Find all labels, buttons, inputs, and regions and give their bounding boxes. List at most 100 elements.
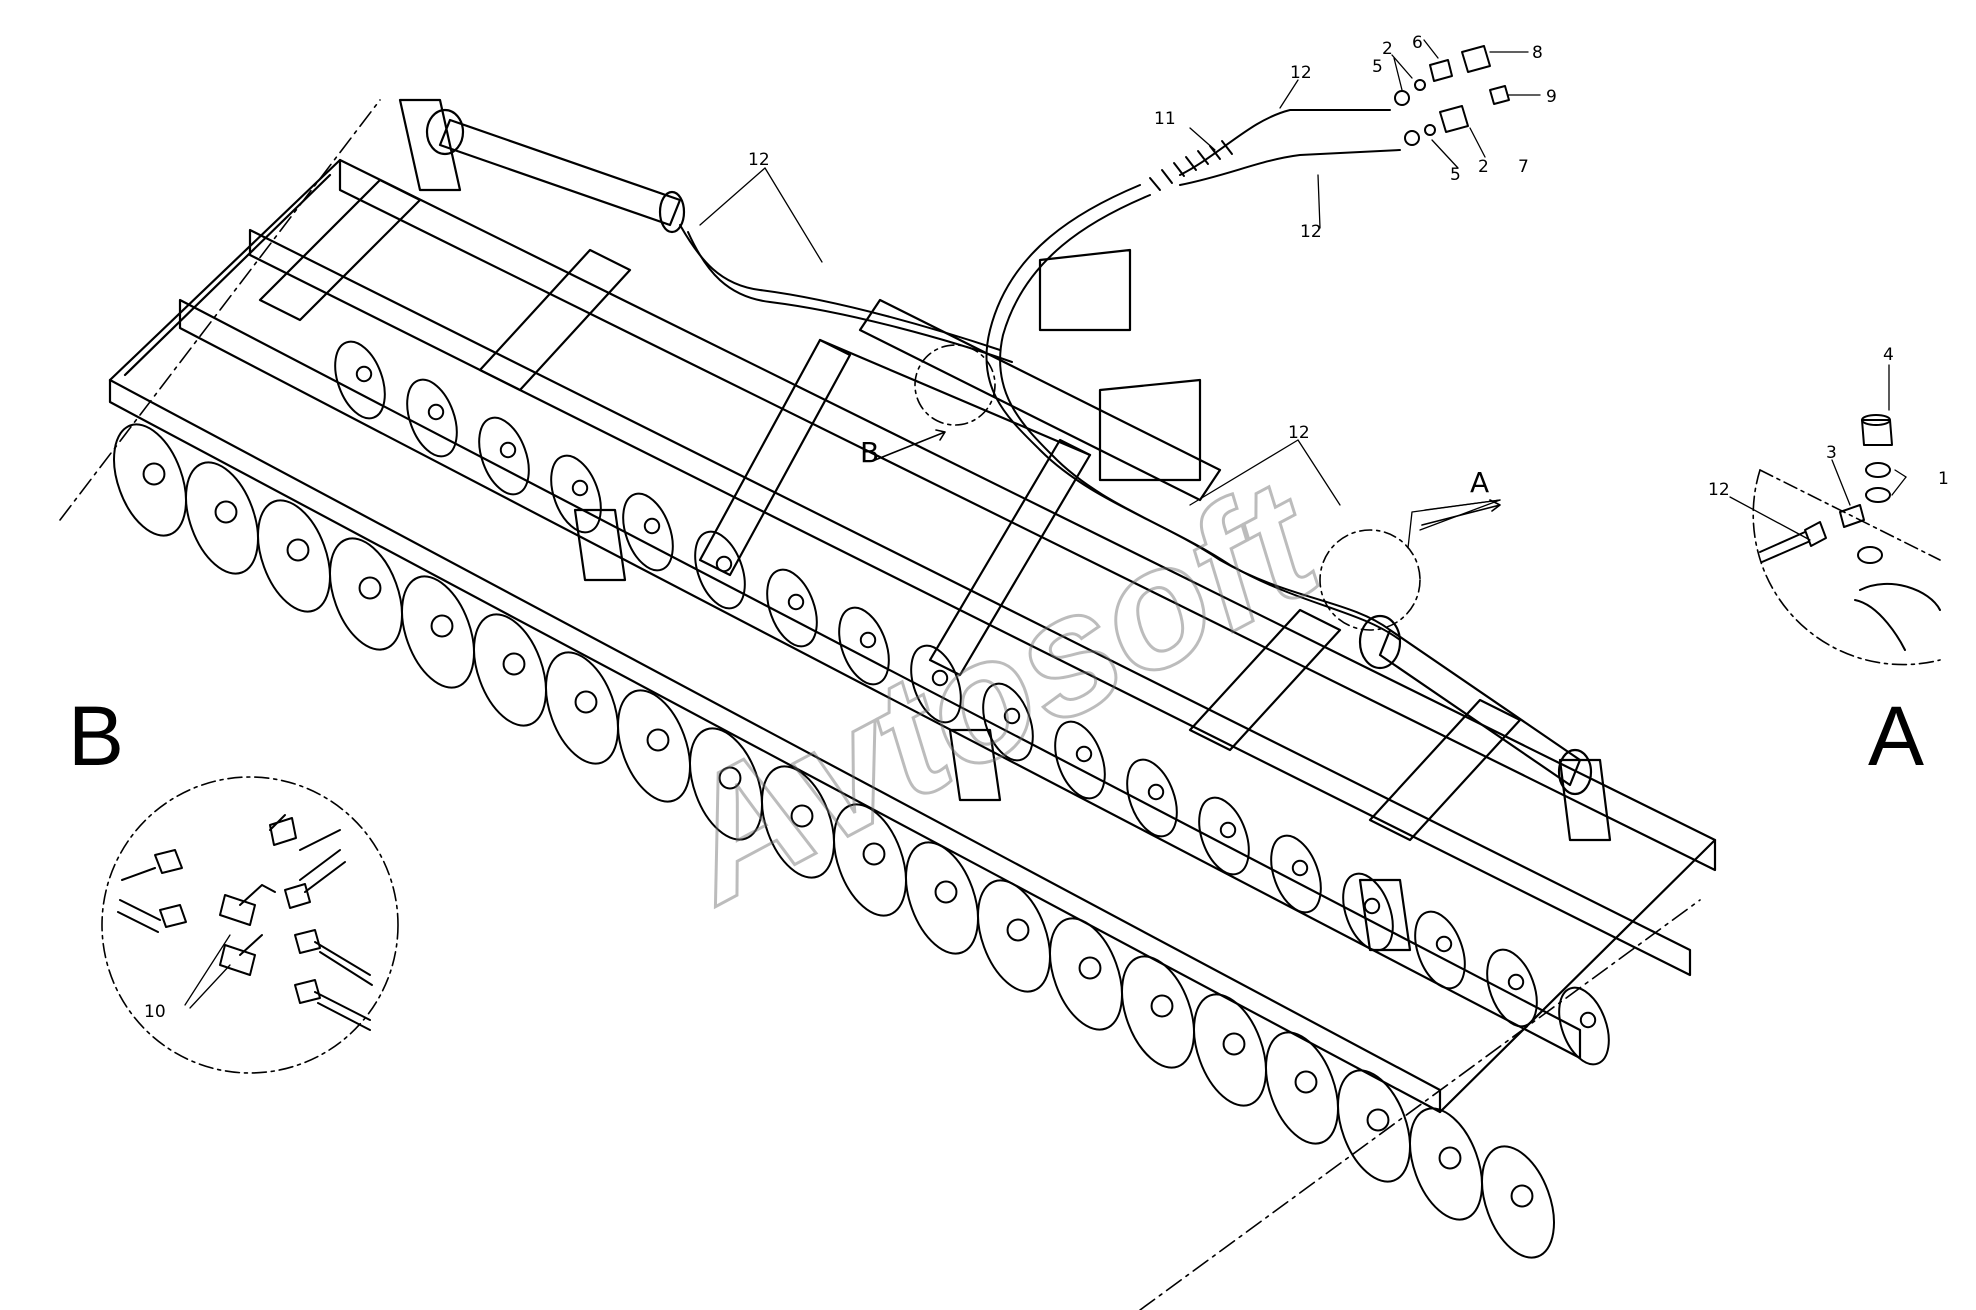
disc-hub: [1078, 956, 1102, 980]
disc-blade: [1486, 948, 1538, 1028]
disc-blade: [1126, 758, 1178, 838]
label-12-bottom: 12: [1300, 222, 1322, 242]
disc-blade: [1270, 834, 1322, 914]
callout-a-circle: [1319, 529, 1421, 631]
disc-hub: [1003, 707, 1021, 725]
disc-gang-rear: [334, 340, 1610, 1066]
disc-hub: [1147, 783, 1165, 801]
disc-blade: [766, 568, 818, 648]
disc-hub: [1291, 859, 1309, 877]
label-12-mid: 12: [1288, 423, 1310, 443]
disc-blade: [478, 416, 530, 496]
disc-hub: [1435, 935, 1453, 953]
disc-hub: [859, 631, 877, 649]
disc-gang-front: [113, 423, 1555, 1259]
callout-a-letter: A: [1470, 466, 1489, 499]
hydraulic-hoses: [679, 109, 1401, 641]
disc-blade: [1049, 917, 1123, 1031]
disc-hub: [790, 804, 814, 828]
disc-hub: [1366, 1108, 1390, 1132]
break-lines: [59, 99, 1701, 1310]
disc-blade: [401, 575, 475, 689]
disc-blade: [1414, 910, 1466, 990]
detail-view-a: [1752, 414, 1941, 666]
disc-blade: [1198, 796, 1250, 876]
disc-blade: [185, 461, 259, 575]
disc-blade: [1193, 993, 1267, 1107]
label-3: 3: [1826, 443, 1837, 463]
callout-a-marker: [1421, 499, 1501, 526]
disc-blade: [113, 423, 187, 537]
disc-hub: [1507, 973, 1525, 991]
disc-hub: [862, 842, 886, 866]
disc-hub: [286, 538, 310, 562]
hydraulic-fittings: [1394, 45, 1510, 146]
disc-hub: [214, 500, 238, 524]
disc-blade: [1337, 1069, 1411, 1183]
disc-blade: [406, 378, 458, 458]
disc-hub: [931, 669, 949, 687]
disc-blade: [1558, 986, 1610, 1066]
disc-hub: [1222, 1032, 1246, 1056]
disc-blade: [905, 841, 979, 955]
disc-blade: [977, 879, 1051, 993]
disc-blade: [1409, 1107, 1483, 1221]
disc-hub: [1510, 1184, 1534, 1208]
disc-hub: [574, 690, 598, 714]
detail-b-title: B: [68, 689, 124, 783]
label-12-top: 12: [1290, 63, 1312, 83]
disc-hub: [499, 441, 517, 459]
disc-blade: [545, 651, 619, 765]
part-labels: 12 12 11 12 12 2 5 6 8 9 5 2 7 4 3 1 12 …: [144, 33, 1949, 1022]
callout-b-marker: [874, 344, 996, 461]
disc-blade: [257, 499, 331, 613]
hydraulic-cylinders: [425, 108, 1593, 796]
disc-hub: [715, 555, 733, 573]
disc-hub: [1006, 918, 1030, 942]
label-5-bottom: 5: [1450, 165, 1461, 185]
label-7: 7: [1518, 157, 1529, 177]
label-10: 10: [144, 1002, 166, 1022]
disc-hub: [1363, 897, 1381, 915]
disc-blade: [473, 613, 547, 727]
disc-blade: [622, 492, 674, 572]
label-11: 11: [1154, 109, 1176, 129]
label-2-bottom: 2: [1478, 157, 1489, 177]
disc-hub: [427, 403, 445, 421]
disc-blade: [910, 644, 962, 724]
disc-blade: [1265, 1031, 1339, 1145]
detail-a-title: A: [1868, 689, 1924, 783]
main-frame: [108, 98, 1717, 1114]
disc-hub: [1150, 994, 1174, 1018]
disc-hub: [1579, 1011, 1597, 1029]
disc-hub: [142, 462, 166, 486]
disc-blade: [334, 340, 386, 420]
label-1: 1: [1938, 469, 1949, 489]
disc-hub: [787, 593, 805, 611]
disc-hub: [646, 728, 670, 752]
disc-blade: [617, 689, 691, 803]
disc-blade: [329, 537, 403, 651]
disc-blade: [550, 454, 602, 534]
disc-blade: [838, 606, 890, 686]
disc-hub: [1075, 745, 1093, 763]
label-12-detail: 12: [1708, 480, 1730, 500]
disc-hub: [571, 479, 589, 497]
disc-hub: [502, 652, 526, 676]
hose-spring-guard: [1149, 140, 1233, 191]
disc-blade: [694, 530, 746, 610]
watermark-text: Avtosoft: [643, 443, 1350, 939]
disc-blade: [1121, 955, 1195, 1069]
disc-hub: [718, 766, 742, 790]
disc-hub: [358, 576, 382, 600]
disc-hub: [1294, 1070, 1318, 1094]
label-2-top: 2: [1382, 39, 1393, 59]
disc-blade: [761, 765, 835, 879]
disc-hub: [1438, 1146, 1462, 1170]
disc-blade: [1481, 1145, 1555, 1259]
label-5-top: 5: [1372, 57, 1383, 77]
label-6: 6: [1412, 33, 1423, 53]
disc-hub: [934, 880, 958, 904]
disc-blade: [833, 803, 907, 917]
